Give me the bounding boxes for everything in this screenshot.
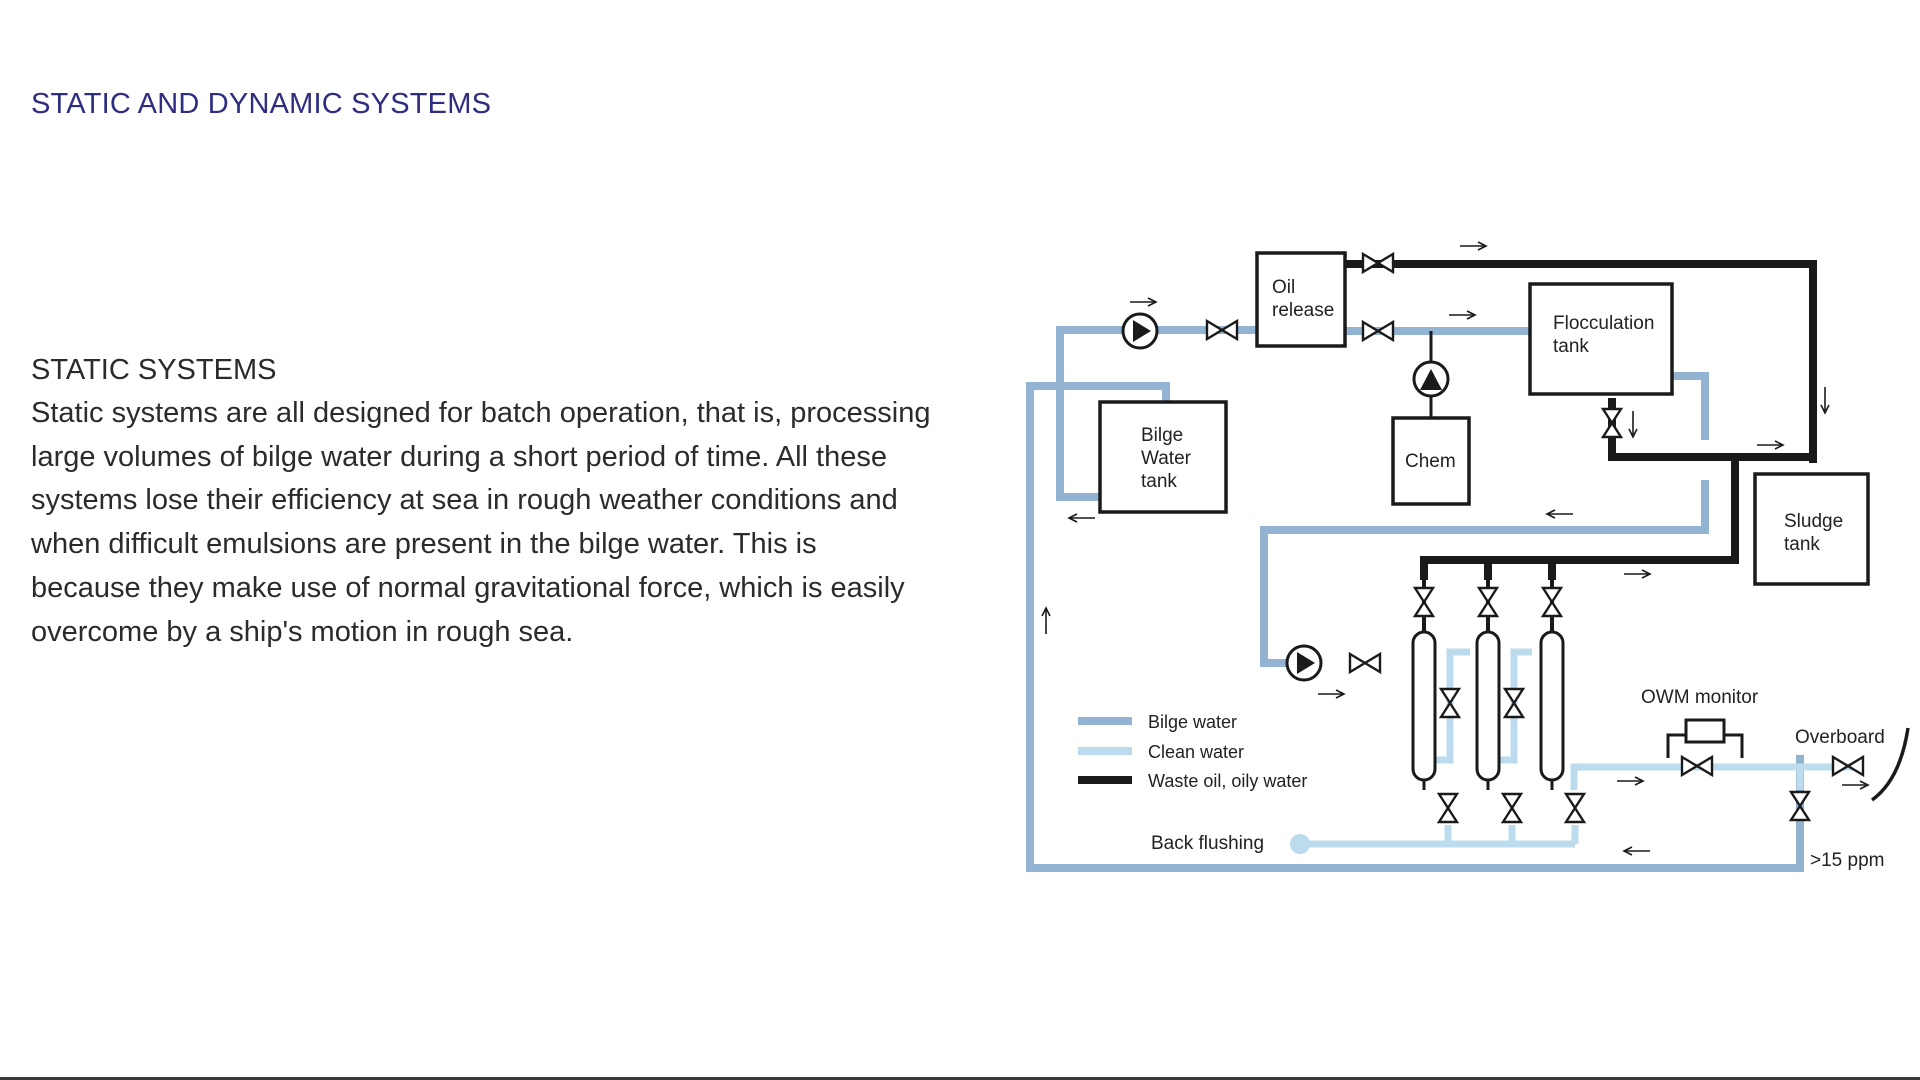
- valve-icon: [1477, 586, 1499, 618]
- bilge-water-tank: [1098, 400, 1228, 514]
- flow-arrow-icon: [1628, 410, 1638, 438]
- back-flushing-label: Back flushing: [1151, 833, 1264, 854]
- flow-arrow-icon: [1820, 386, 1830, 414]
- valve-icon: [1501, 792, 1523, 824]
- legend-label-bilge: Bilge water: [1148, 712, 1237, 732]
- flow-arrow-icon: [1448, 310, 1476, 320]
- flow-arrow-icon: [1616, 776, 1644, 786]
- owm-monitor: [1666, 718, 1744, 758]
- owm-monitor-label: OWM monitor: [1641, 687, 1759, 708]
- tank-boxes: [1098, 251, 1870, 586]
- tank-labels: Oil release Flocculation tank Bilge Wate…: [1141, 277, 1843, 555]
- valve-icon: [1413, 586, 1435, 618]
- valve-icon: [1439, 687, 1461, 719]
- flow-arrow-icon: [1068, 513, 1096, 523]
- sludge-tank: [1753, 472, 1870, 586]
- bilge-system-diagram: Oil release Flocculation tank Bilge Wate…: [1020, 240, 1920, 905]
- diagram-svg: Oil release Flocculation tank Bilge Wate…: [1026, 241, 1910, 872]
- flow-arrow-icon: [1129, 297, 1157, 307]
- flocculation-tank: [1528, 282, 1674, 396]
- chem-tank: [1391, 416, 1471, 506]
- overboard-label: Overboard: [1795, 727, 1885, 748]
- flow-arrow-icon: [1623, 846, 1651, 856]
- oil-release-label-1: Oil: [1272, 277, 1295, 298]
- valve-icon: [1361, 320, 1395, 342]
- valve-icon: [1541, 586, 1563, 618]
- waste-oil-pipes: [1345, 260, 1817, 580]
- flow-arrow-icon: [1546, 509, 1574, 519]
- flow-arrow-icon: [1623, 569, 1651, 579]
- flocculation-label-1: Flocculation: [1553, 313, 1654, 334]
- bottom-rule: [0, 1077, 1920, 1080]
- valve-icon: [1564, 792, 1586, 824]
- valve-icon: [1601, 407, 1623, 439]
- oil-release-tank: [1255, 251, 1347, 348]
- ppm-label: >15 ppm: [1810, 850, 1884, 871]
- valve-icon: [1831, 755, 1865, 777]
- chem-label: Chem: [1405, 451, 1456, 472]
- bilge-tank-label-3: tank: [1141, 471, 1177, 492]
- legend: Bilge water Clean water Waste oil, oily …: [1078, 712, 1307, 791]
- page-title: STATIC AND DYNAMIC SYSTEMS: [31, 88, 492, 120]
- back-flushing-inlet: [1290, 834, 1310, 854]
- legend-label-clean: Clean water: [1148, 742, 1244, 762]
- section-body: Static systems are all designed for batc…: [31, 397, 931, 648]
- sludge-label-1: Sludge: [1784, 511, 1843, 532]
- valve-icon: [1503, 687, 1525, 719]
- valve-icon: [1348, 652, 1382, 674]
- valve-icon: [1680, 755, 1714, 777]
- valve-icon: [1437, 792, 1459, 824]
- pump-icon: [1285, 644, 1323, 682]
- sludge-label-2: tank: [1784, 534, 1820, 555]
- flow-arrow-icon: [1841, 780, 1869, 790]
- bilge-tank-label-2: Water: [1141, 448, 1192, 469]
- oil-release-label-2: release: [1272, 300, 1334, 321]
- legend-label-waste: Waste oil, oily water: [1148, 771, 1307, 791]
- hull-outline: [1870, 727, 1910, 802]
- flow-arrow-icon: [1317, 689, 1345, 699]
- flow-arrow-icon: [1041, 607, 1051, 635]
- bilge-tank-label-1: Bilge: [1141, 425, 1183, 446]
- section-heading: STATIC SYSTEMS: [31, 354, 277, 386]
- text-block: STATIC SYSTEMS Static systems are all de…: [31, 350, 931, 654]
- valve-icon: [1361, 252, 1395, 274]
- pump-icon: [1412, 360, 1450, 398]
- clean-water-pipes: [1300, 648, 1860, 848]
- valve-icon: [1205, 319, 1239, 341]
- valve-icon: [1789, 790, 1811, 822]
- flow-arrow-icon: [1756, 440, 1784, 450]
- flocculation-label-2: tank: [1553, 336, 1589, 357]
- flow-arrow-icon: [1459, 241, 1487, 251]
- pump-icon: [1121, 312, 1159, 350]
